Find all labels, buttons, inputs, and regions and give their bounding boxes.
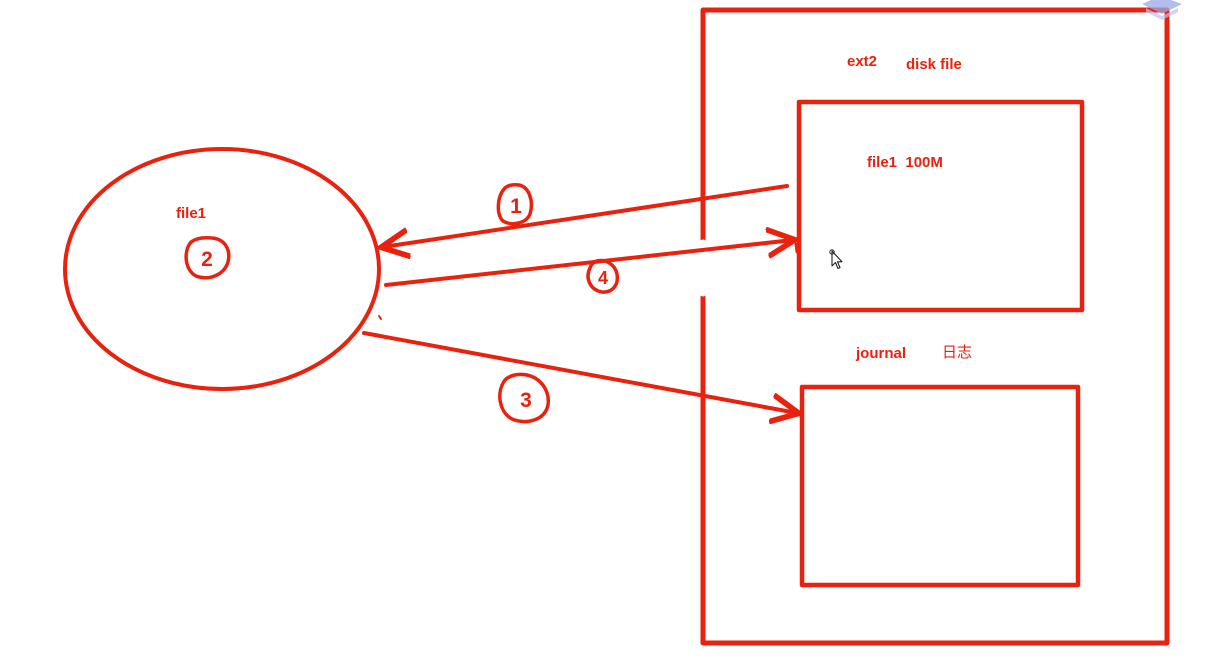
step-1-number: 1	[510, 195, 522, 218]
journal-label: journal	[856, 345, 907, 362]
stray-mark	[794, 242, 799, 254]
file1-on-disk-label: file1 100M	[867, 154, 943, 171]
journal-cn-label: 日志	[942, 343, 973, 361]
disk-fs-label: ext2	[847, 53, 878, 70]
step-3-arrow	[362, 331, 797, 413]
step-3-marker	[498, 372, 550, 424]
step-1-arrow	[383, 184, 789, 247]
step-4-arrow	[384, 240, 793, 287]
stray-mark	[378, 315, 382, 320]
disk-container-box	[700, 7, 1170, 646]
step-2-number: 2	[201, 248, 213, 271]
disk-file-box	[796, 99, 1085, 313]
mouse-pointer-icon	[829, 249, 843, 270]
app-logo-icon	[1142, 0, 1182, 20]
file1-ellipse	[63, 147, 381, 391]
journal-box	[799, 384, 1081, 588]
step-3-number: 3	[520, 389, 532, 412]
step-1-marker	[496, 183, 534, 226]
disk-title-label: disk file	[906, 56, 962, 73]
step-4-marker	[586, 258, 620, 294]
file1-process-label: file1	[176, 205, 207, 222]
step-2-marker	[184, 236, 231, 280]
step-4-number: 4	[598, 268, 608, 288]
